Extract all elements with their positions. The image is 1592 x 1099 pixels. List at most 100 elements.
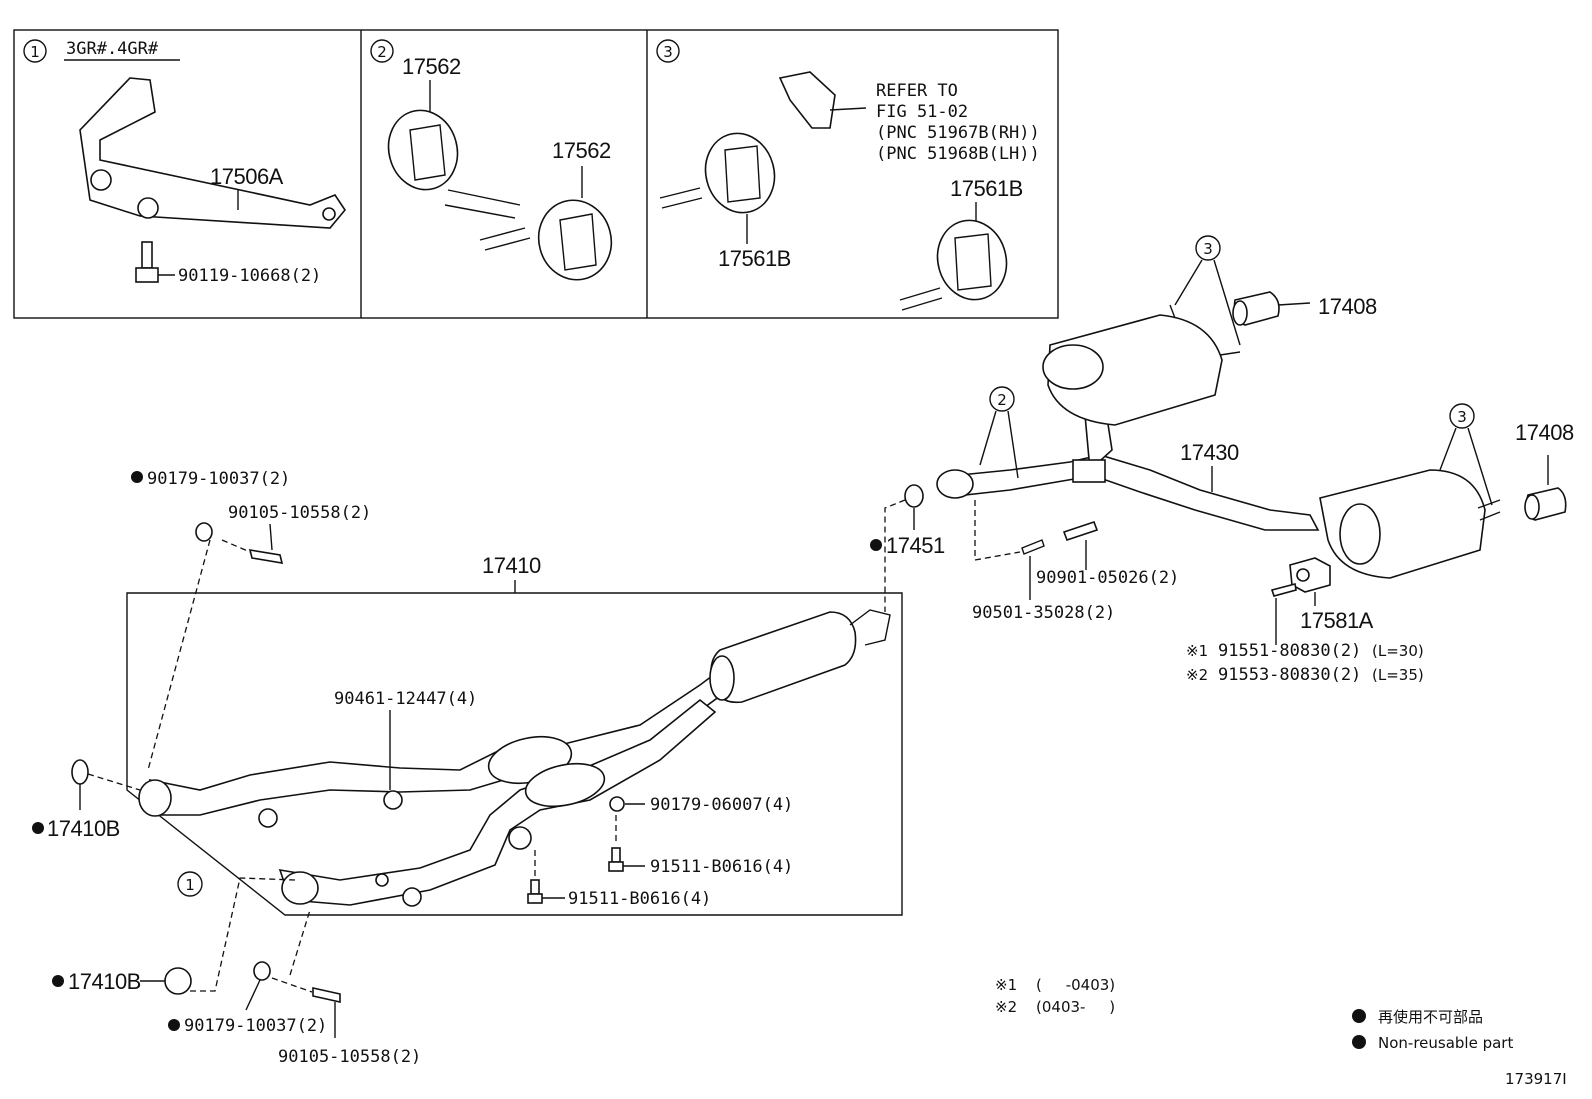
bracket-bushing-icon xyxy=(90,169,112,191)
part-17408-label-1: 17408 xyxy=(1318,294,1377,319)
part-90105-label-1: 90105-10558(2) xyxy=(228,503,371,523)
part-91551-label: 91551-80830(2) xyxy=(1218,641,1361,661)
part-17562-label-2: 17562 xyxy=(552,138,611,163)
part-91511-label-2: 91511-B0616(4) xyxy=(568,889,711,909)
rubber-hanger-icon xyxy=(387,109,459,191)
inset-frames xyxy=(13,29,1059,319)
refer-line-3: (PNC 51967B(RH)) xyxy=(876,123,1040,143)
gasket-17410b-1: 17410B xyxy=(32,759,141,841)
date-notes: ※1 ( -0403) ※2 (0403- ) xyxy=(995,976,1115,1016)
bolt-icon xyxy=(248,549,284,564)
bolt-icon xyxy=(530,879,540,895)
gasket-icon xyxy=(904,484,924,508)
mark-2: ※2 xyxy=(1186,666,1208,684)
clamp-icon xyxy=(258,808,278,828)
legend-en: Non-reusable part xyxy=(1378,1034,1513,1052)
nut-icon xyxy=(609,796,625,812)
clamp-icon xyxy=(508,826,532,850)
hanger-bracket-icon xyxy=(778,71,836,129)
spring-icon xyxy=(1021,539,1045,555)
inset-1-number: 1 xyxy=(30,43,40,61)
part-17561b-label-1: 17561B xyxy=(718,246,791,271)
bolt-icon xyxy=(611,847,621,863)
clamp-icon xyxy=(383,790,403,810)
catalytic-converter-icon xyxy=(524,762,606,808)
mark-1: ※1 xyxy=(1186,642,1208,660)
part-17430-label: 17430 xyxy=(1180,440,1239,465)
callout-3a: 3 xyxy=(1203,240,1213,258)
part-91553-label: 91553-80830(2) xyxy=(1218,665,1361,685)
figure-id: 173917I xyxy=(1505,1070,1567,1088)
part-17408-label-2: 17408 xyxy=(1515,420,1574,445)
callout-2: 2 xyxy=(997,391,1007,409)
part-17410b-label-2: 17410B xyxy=(68,969,141,994)
non-reusable-dot-icon xyxy=(32,822,44,834)
refer-line-1: REFER TO xyxy=(876,81,958,101)
nut-icon xyxy=(195,522,213,542)
part-17562-label-1: 17562 xyxy=(402,54,461,79)
clamp-icon xyxy=(1072,459,1106,483)
legend: 再使用不可部品 Non-reusable part xyxy=(1352,1008,1513,1052)
callout-3b: 3 xyxy=(1457,408,1467,426)
part-90461-label: 90461-12447(4) xyxy=(334,689,477,709)
part-90901-label: 90901-05026(2) xyxy=(1036,568,1179,588)
non-reusable-dot-icon xyxy=(168,1019,180,1031)
inset-1: 1 3GR#.4GR# 17506A 90119-10668(2) xyxy=(23,39,346,286)
lower-left-fasteners: 17410B 90179-10037(2) 90105-10558(2) xyxy=(52,877,421,1067)
length-35-label: (L=35) xyxy=(1372,666,1424,684)
tailpipe-17430 xyxy=(958,454,1320,531)
part-90501-label: 90501-35028(2) xyxy=(972,603,1115,623)
non-reusable-dot-icon xyxy=(131,471,143,483)
flange-icon xyxy=(936,469,974,499)
bolt-icon xyxy=(312,987,341,1003)
inset-2: 2 17562 17562 xyxy=(370,39,613,281)
refer-line-2: FIG 51-02 xyxy=(876,102,968,122)
part-90179-10037-label-1: 90179-10037(2) xyxy=(147,469,290,489)
flange-icon xyxy=(281,871,319,905)
note-2-mark: ※2 xyxy=(995,998,1017,1016)
length-30-label: (L=30) xyxy=(1372,642,1424,660)
upper-left-fasteners: 90179-10037(2) 90105-10558(2) xyxy=(131,469,371,771)
callout-1: 1 xyxy=(185,876,195,894)
part-90179-10037-label-2: 90179-10037(2) xyxy=(184,1016,327,1036)
inset-1-subtitle: 3GR#.4GR# xyxy=(66,39,159,59)
muffler-left-icon xyxy=(1047,314,1223,426)
part-90119-label: 90119-10668(2) xyxy=(178,266,321,286)
part-17410-label: 17410 xyxy=(482,553,541,578)
bolt-icon xyxy=(1062,520,1099,542)
part-17451-label: 17451 xyxy=(886,533,945,558)
part-17581a-label: 17581A xyxy=(1300,608,1374,633)
bolt-icon xyxy=(1270,583,1297,597)
rear-muffler-assembly: 17451 17408 17408 2 3 3 xyxy=(870,235,1574,685)
part-17561b-label-2: 17561B xyxy=(950,176,1023,201)
inset-2-number: 2 xyxy=(377,43,387,61)
part-90105-label-2: 90105-10558(2) xyxy=(278,1047,421,1067)
gasket-icon xyxy=(71,759,89,785)
refer-line-4: (PNC 51968B(LH)) xyxy=(876,144,1040,164)
gasket-icon xyxy=(164,967,192,995)
non-reusable-dot-icon xyxy=(870,539,882,551)
front-pipe-lower xyxy=(278,698,717,906)
non-reusable-dot-icon xyxy=(52,975,64,987)
legend-jp: 再使用不可部品 xyxy=(1378,1008,1483,1026)
nut-icon xyxy=(253,961,271,981)
rubber-hanger-icon xyxy=(936,219,1008,301)
note-2-text: (0403- ) xyxy=(1036,998,1115,1016)
flange-icon xyxy=(138,779,172,817)
part-91511-label-1: 91511-B0616(4) xyxy=(650,857,793,877)
note-1-text: ( -0403) xyxy=(1036,976,1115,994)
clamp-icon xyxy=(402,887,422,907)
bracket-bushing-icon xyxy=(137,197,159,219)
rubber-hanger-icon xyxy=(704,132,776,214)
part-17410b-label-1: 17410B xyxy=(47,816,120,841)
rubber-hanger-icon xyxy=(537,199,613,281)
inset-3-number: 3 xyxy=(663,43,673,61)
part-90179-06007-label: 90179-06007(4) xyxy=(650,795,793,815)
non-reusable-dot-icon xyxy=(1352,1009,1366,1023)
non-reusable-dot-icon xyxy=(1352,1035,1366,1049)
inset-3: 3 REFER TO FIG 51-02 (PNC 51967B(RH)) (P… xyxy=(656,39,1040,311)
part-17506a-label: 17506A xyxy=(210,164,284,189)
bolt-icon xyxy=(141,241,153,269)
